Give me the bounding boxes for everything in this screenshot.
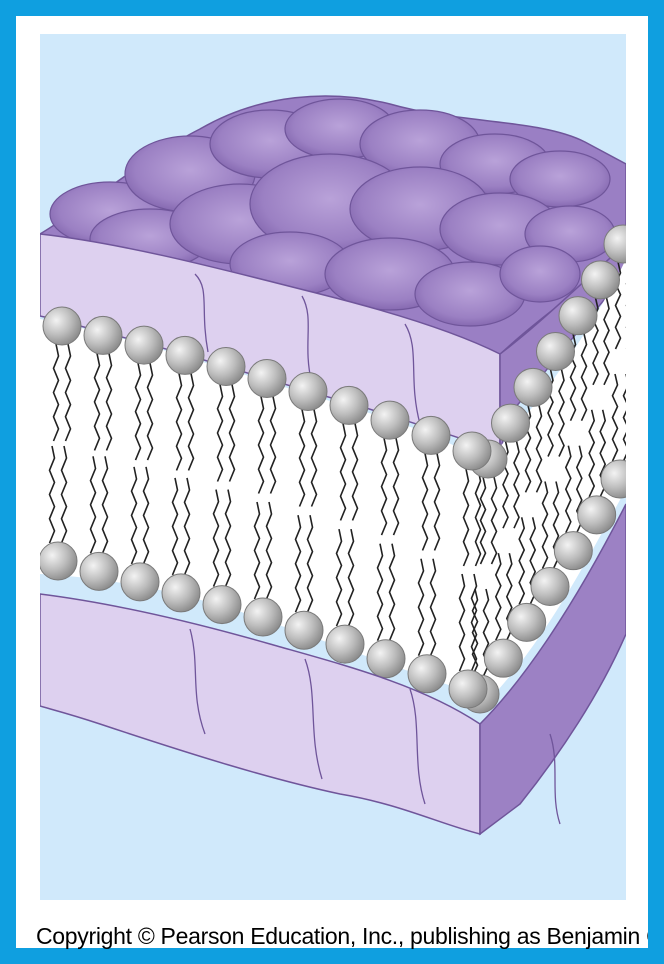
phospholipid-head: [492, 404, 530, 442]
phospholipid-head: [412, 416, 450, 454]
phospholipid-head: [326, 625, 364, 663]
phospholipid-head: [508, 603, 546, 641]
phospholipid-head: [43, 307, 81, 345]
phospholipid-head: [330, 386, 368, 424]
cell-bump: [500, 246, 580, 302]
phospholipid-head: [531, 568, 569, 606]
phospholipid-head: [285, 611, 323, 649]
phospholipid-head: [559, 297, 597, 335]
phospholipid-head: [244, 598, 282, 636]
phospholipid-head: [367, 640, 405, 678]
phospholipid-head: [40, 542, 77, 580]
phospholipid-head: [207, 347, 245, 385]
phospholipid-head: [203, 586, 241, 624]
phospholipid-head: [514, 368, 552, 406]
phospholipid-head: [582, 261, 620, 299]
membrane-illustration: [40, 34, 626, 900]
phospholipid-head: [121, 563, 159, 601]
phospholipid-head: [166, 336, 204, 374]
phospholipid-head: [537, 333, 575, 371]
phospholipid-head: [408, 655, 446, 693]
phospholipid-head: [80, 552, 118, 590]
phospholipid-head: [578, 496, 616, 534]
phospholipid-head: [371, 401, 409, 439]
figure-frame: Copyright © Pearson Education, Inc., pub…: [16, 16, 648, 948]
phospholipid-head: [248, 360, 286, 398]
phospholipid-head: [84, 316, 122, 354]
lipid-bilayer-diagram: [40, 34, 626, 900]
copyright-caption: Copyright © Pearson Education, Inc., pub…: [36, 920, 648, 952]
phospholipid-head: [125, 326, 163, 364]
phospholipid-head: [484, 639, 522, 677]
phospholipid-head: [449, 670, 487, 708]
phospholipid-head: [162, 574, 200, 612]
phospholipid-head: [554, 532, 592, 570]
phospholipid-head: [289, 372, 327, 410]
phospholipid-head: [453, 432, 491, 470]
